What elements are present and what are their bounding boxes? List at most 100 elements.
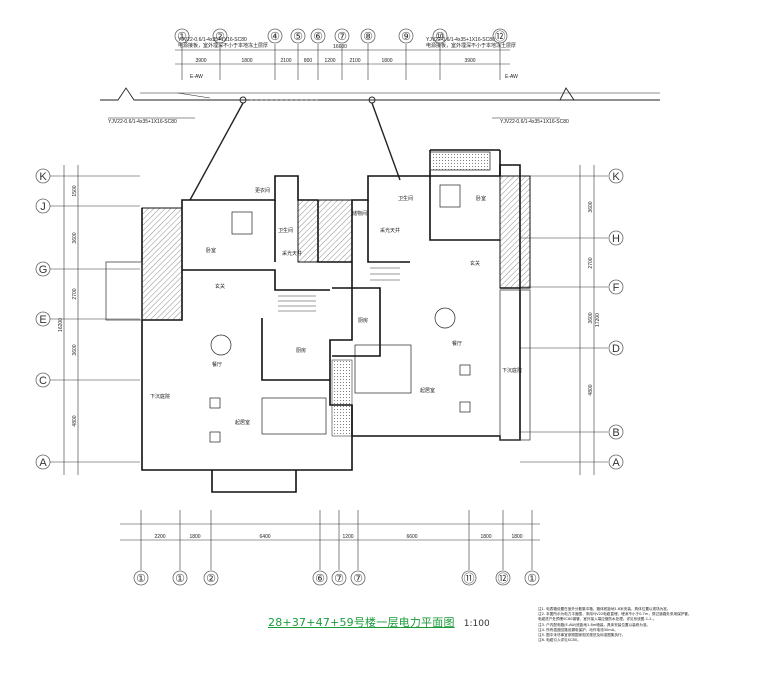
right-planter	[429, 151, 491, 171]
left-total-dim: 16200	[58, 318, 64, 332]
cable-label-side-right: YJV22-0.6/1-4x35+1X16-SC80	[500, 119, 569, 125]
left-axis-label-2: G	[39, 264, 48, 276]
top-axis-label-0: ①	[177, 31, 187, 43]
room-right-storage: 储物间	[352, 210, 367, 217]
bottom-dim-5: 1800	[480, 534, 491, 540]
right-unit-walls	[332, 149, 521, 441]
top-dim-0: 3900	[195, 58, 206, 64]
room-left-living: 起居室	[235, 419, 250, 426]
top-dimension-lines	[175, 44, 510, 80]
top-dim-7: 3900	[464, 58, 475, 64]
cable-note-top-right: 电源接板，室外埋深不小于本地冻土层厚	[426, 42, 516, 49]
top-dim-3: 800	[304, 58, 313, 64]
note-line: 注1. 电表箱设置在室外分散集中箱，箱体底距地1.8米安装，具体位置以现场为准。	[538, 607, 671, 611]
right-sunroom	[499, 289, 531, 441]
cable-note-top-left: 电源接板，室外埋深不小于本地冻土层厚	[178, 42, 268, 49]
top-dim-6: 1800	[381, 58, 392, 64]
drawing-title: 28+37+47+59号楼一层电力平面图	[268, 616, 455, 629]
top-axis-label-5: ⑦	[337, 31, 347, 43]
right-axis-label-5: A	[612, 457, 620, 469]
bottom-axis-label-3: ⑥	[315, 573, 325, 585]
bottom-axis-label-2: ②	[206, 573, 216, 585]
room-right-light-well: 采光天井	[380, 227, 400, 234]
note-line: 注5. 图中未尽事宜参照国家相关规范及标准图集执行。	[538, 633, 626, 638]
left-axis-label-1: J	[40, 201, 46, 213]
right-dim-0: 3600	[588, 201, 594, 212]
bottom-dim-0: 2200	[154, 534, 165, 540]
bottom-axis-label-7: ⑫	[498, 572, 509, 585]
note-line: 注6. 电缆引入详见SC80。	[538, 638, 581, 643]
left-sunken-yard-hatch	[141, 207, 183, 321]
bottom-axis-label-6: ⑪	[464, 572, 475, 585]
right-sunken-yard-hatch	[499, 175, 531, 289]
stairs	[278, 261, 400, 312]
bottom-axis-bubbles	[133, 570, 540, 586]
bottom-axis-label-5: ⑦	[353, 573, 363, 585]
top-dim-4: 1200	[324, 58, 335, 64]
left-dim-1: 3600	[72, 232, 78, 243]
room-left-kitchen: 厨房	[296, 347, 306, 354]
top-axis-label-1: ②	[215, 31, 225, 43]
box-tag-right: E-AW	[505, 74, 518, 80]
left-dim-4: 4800	[72, 415, 78, 426]
top-dim-2: 2100	[280, 58, 291, 64]
top-axis-label-9: ⑫	[495, 30, 506, 43]
right-dim-3: 4800	[588, 384, 594, 395]
drawing-title-block: 28+37+47+59号楼一层电力平面图 1:100	[268, 611, 490, 629]
bottom-dim-1: 1800	[189, 534, 200, 540]
bottom-dim-4: 6600	[406, 534, 417, 540]
bottom-dim-2: 6400	[259, 534, 270, 540]
top-dim-1: 1800	[241, 58, 252, 64]
top-total-dim: 16600	[333, 44, 347, 50]
left-unit-room-labels: 卧室 卫生间 采光天井 玄关 餐厅 厨房 起居室 下沉庭院 更衣间	[150, 187, 306, 426]
room-right-bath: 卫生间	[398, 195, 413, 202]
right-axis-label-4: B	[612, 427, 619, 439]
bottom-dimension-lines	[120, 510, 540, 570]
cable-corridor	[100, 87, 660, 201]
room-left-closet: 更衣间	[255, 187, 270, 194]
room-left-dining: 餐厅	[212, 361, 222, 368]
room-right-dining: 餐厅	[452, 340, 462, 347]
top-axis-label-8: ⑩	[435, 31, 445, 43]
bottom-axis-label-8: ①	[527, 573, 537, 585]
bottom-axis-label-1: ①	[175, 573, 185, 585]
left-dim-3: 3600	[72, 344, 78, 355]
center-walkway	[331, 359, 353, 437]
note-line: 电缆进户处预埋SC80钢管，室外接入端应做防水处理。详见系统图-1-2-。	[538, 617, 657, 622]
box-tag-left: E-AW	[190, 74, 203, 80]
cable-label-top-right: YJV22-0.6/1-4x35+1X16-SC80	[426, 37, 495, 43]
room-left-entry: 玄关	[215, 283, 225, 290]
room-left-bedroom: 卧室	[206, 247, 216, 254]
room-right-sunroom: 下沉庭院	[502, 367, 522, 374]
top-axis-label-6: ⑧	[363, 31, 373, 43]
left-axis-label-4: C	[39, 375, 47, 387]
right-dim-2: 3600	[588, 312, 594, 323]
left-dim-0: 1500	[72, 185, 78, 196]
right-dimension-lines	[520, 165, 608, 475]
left-dimension-lines	[50, 165, 140, 475]
note-line: 注3. 户内配电箱(E-AW)底距地1.8m暗装，具体安装位置以装修为准。	[538, 622, 651, 627]
room-left-sunroom: 下沉庭院	[150, 393, 170, 400]
drawing-notes: 注1. 电表箱设置在室外分散集中箱，箱体底距地1.8米安装，具体位置以现场为准。…	[538, 607, 758, 643]
room-right-kitchen: 厨房	[358, 317, 368, 324]
right-axis-bubbles	[608, 168, 624, 470]
room-right-living: 起居室	[420, 387, 435, 394]
right-unit-room-labels: 卧室 卫生间 采光天井 储物间 玄关 餐厅 厨房 起居室 下沉庭院	[352, 195, 522, 394]
left-axis-label-5: A	[39, 457, 47, 469]
top-axis-label-3: ⑤	[293, 31, 303, 43]
room-right-entry: 玄关	[470, 260, 480, 267]
note-line: 注4. 所有插座回路设漏电保护，动作电流30mA。	[538, 627, 618, 632]
furniture	[209, 184, 471, 443]
right-axis-label-3: D	[612, 343, 620, 355]
right-axis-label-0: K	[612, 171, 620, 183]
right-total-dim: 17200	[595, 313, 601, 327]
note-line: 注2. 本图所示为电力平面图，采用YJV22电缆直埋，埋深不小于0.7m，穿过道…	[538, 612, 692, 617]
room-left-light-well: 采光天井	[282, 250, 302, 257]
bottom-dim-3: 1200	[342, 534, 353, 540]
